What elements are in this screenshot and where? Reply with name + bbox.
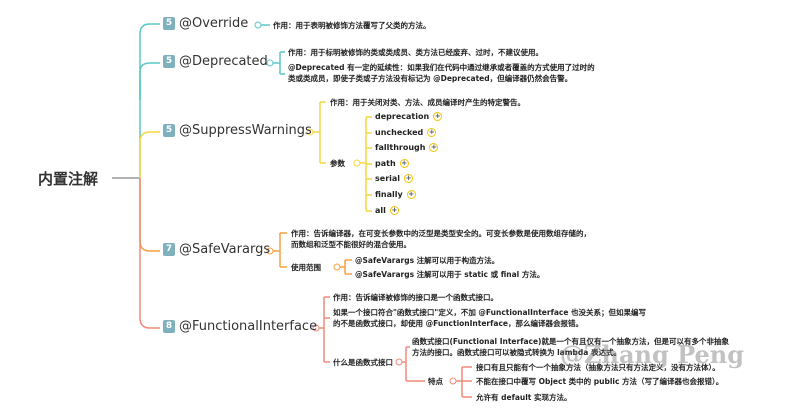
feature-item: 不能在接口中覆写 Object 类中的 public 方法（写了编译器也会报错）… [476, 377, 724, 386]
param-item[interactable]: fallthrough+ [375, 143, 439, 152]
priority-badge: 5 [163, 124, 175, 137]
node-safevarargs[interactable]: 7 @SafeVarargs [163, 242, 270, 257]
priority-badge: 5 [163, 17, 175, 30]
priority-badge: 8 [163, 320, 175, 333]
scope-label[interactable]: 使用范围 [291, 263, 321, 272]
param-label: all [375, 206, 386, 215]
expand-icon[interactable]: + [429, 143, 439, 152]
scope-item: @SafeVarargs 注解可以用于构造方法。 [355, 256, 500, 265]
functional-detail: 的不是函数式接口，却使用 @FunctionInterface，那么编译器会报错… [333, 319, 583, 328]
node-label: @Override [179, 16, 249, 31]
param-label: unchecked [375, 128, 424, 137]
expand-icon[interactable]: + [404, 174, 414, 183]
param-label: fallthrough [375, 143, 426, 152]
node-suppresswarnings[interactable]: 5 @SuppressWarnings [163, 123, 312, 138]
param-label: deprecation [375, 112, 430, 121]
param-label: serial [375, 174, 401, 183]
expand-icon[interactable]: + [433, 112, 443, 121]
feature-label[interactable]: 特点 [428, 377, 443, 386]
param-item[interactable]: finally+ [375, 190, 416, 199]
params-label[interactable]: 参数 [330, 159, 345, 168]
priority-badge: 7 [163, 243, 175, 256]
param-label: path [375, 159, 396, 168]
what-label[interactable]: 什么是函数式接口 [333, 358, 393, 367]
param-item[interactable]: deprecation+ [375, 112, 443, 121]
deprecated-detail: 类或类成员，即使子类或子方法没有标记为 @Deprecated，但编译器仍然会告… [288, 74, 573, 83]
priority-badge: 5 [163, 55, 175, 68]
node-label: @SuppressWarnings [179, 123, 312, 138]
deprecated-detail: 作用：用于标明被修饰的类或类成员、类方法已经废弃、过时，不建议使用。 [288, 48, 543, 57]
node-functionalinterface[interactable]: 8 @FunctionalInterface [163, 319, 317, 334]
scope-item: @SafeVarargs 注解可以用于 static 或 final 方法。 [355, 270, 545, 279]
feature-item: 允许有 default 实现方法。 [476, 393, 572, 402]
root-topic[interactable]: 内置注解 [38, 170, 99, 188]
deprecated-detail: @Deprecated 有一定的延续性：如果我们在代码中通过继承或者覆盖的方式使… [288, 63, 595, 72]
expand-icon[interactable]: + [399, 159, 409, 168]
functional-detail: 作用：告诉编译被修饰的接口是一个函数式接口。 [333, 293, 498, 302]
node-override[interactable]: 5 @Override [163, 16, 248, 31]
param-label: finally [375, 190, 403, 199]
suppresswarnings-detail: 作用：用于关闭对类、方法、成员编译时产生的特定警告。 [330, 98, 525, 107]
safevarargs-detail: 而数组和泛型不能很好的混合使用。 [291, 240, 411, 249]
safevarargs-detail: 作用：告诉编译器，在可变长参数中的泛型是类型安全的。可变长参数是使用数组存储的， [291, 229, 591, 238]
watermark: @Zhang Peng [560, 340, 745, 369]
functional-detail: 如果一个接口符合"函数式接口"定义，不加 @FunctionalInterfac… [333, 308, 647, 317]
node-deprecated[interactable]: 5 @Deprecated [163, 54, 268, 69]
param-item[interactable]: path+ [375, 159, 409, 168]
param-item[interactable]: unchecked+ [375, 128, 437, 137]
override-detail: 作用：用于表明被修饰方法覆写了父类的方法。 [273, 21, 431, 30]
expand-icon[interactable]: + [389, 206, 399, 215]
param-item[interactable]: serial+ [375, 174, 414, 183]
param-item[interactable]: all+ [375, 206, 399, 215]
node-label: @FunctionalInterface [179, 319, 318, 334]
expand-icon[interactable]: + [406, 190, 416, 199]
expand-icon[interactable]: + [427, 128, 437, 137]
node-label: @Deprecated [179, 54, 268, 69]
what-detail: 方法的接口。函数式接口可以被隐式转换为 lambda 表达式。 [412, 348, 621, 357]
feature-item: 接口有且只能有个一个抽象方法（抽象方法只有方法定义，没有方法体）。 [476, 363, 720, 372]
node-label: @SafeVarargs [179, 242, 271, 257]
what-detail: 函数式接口(Functional Interface)就是一个有且仅有一个抽象方… [412, 337, 729, 346]
